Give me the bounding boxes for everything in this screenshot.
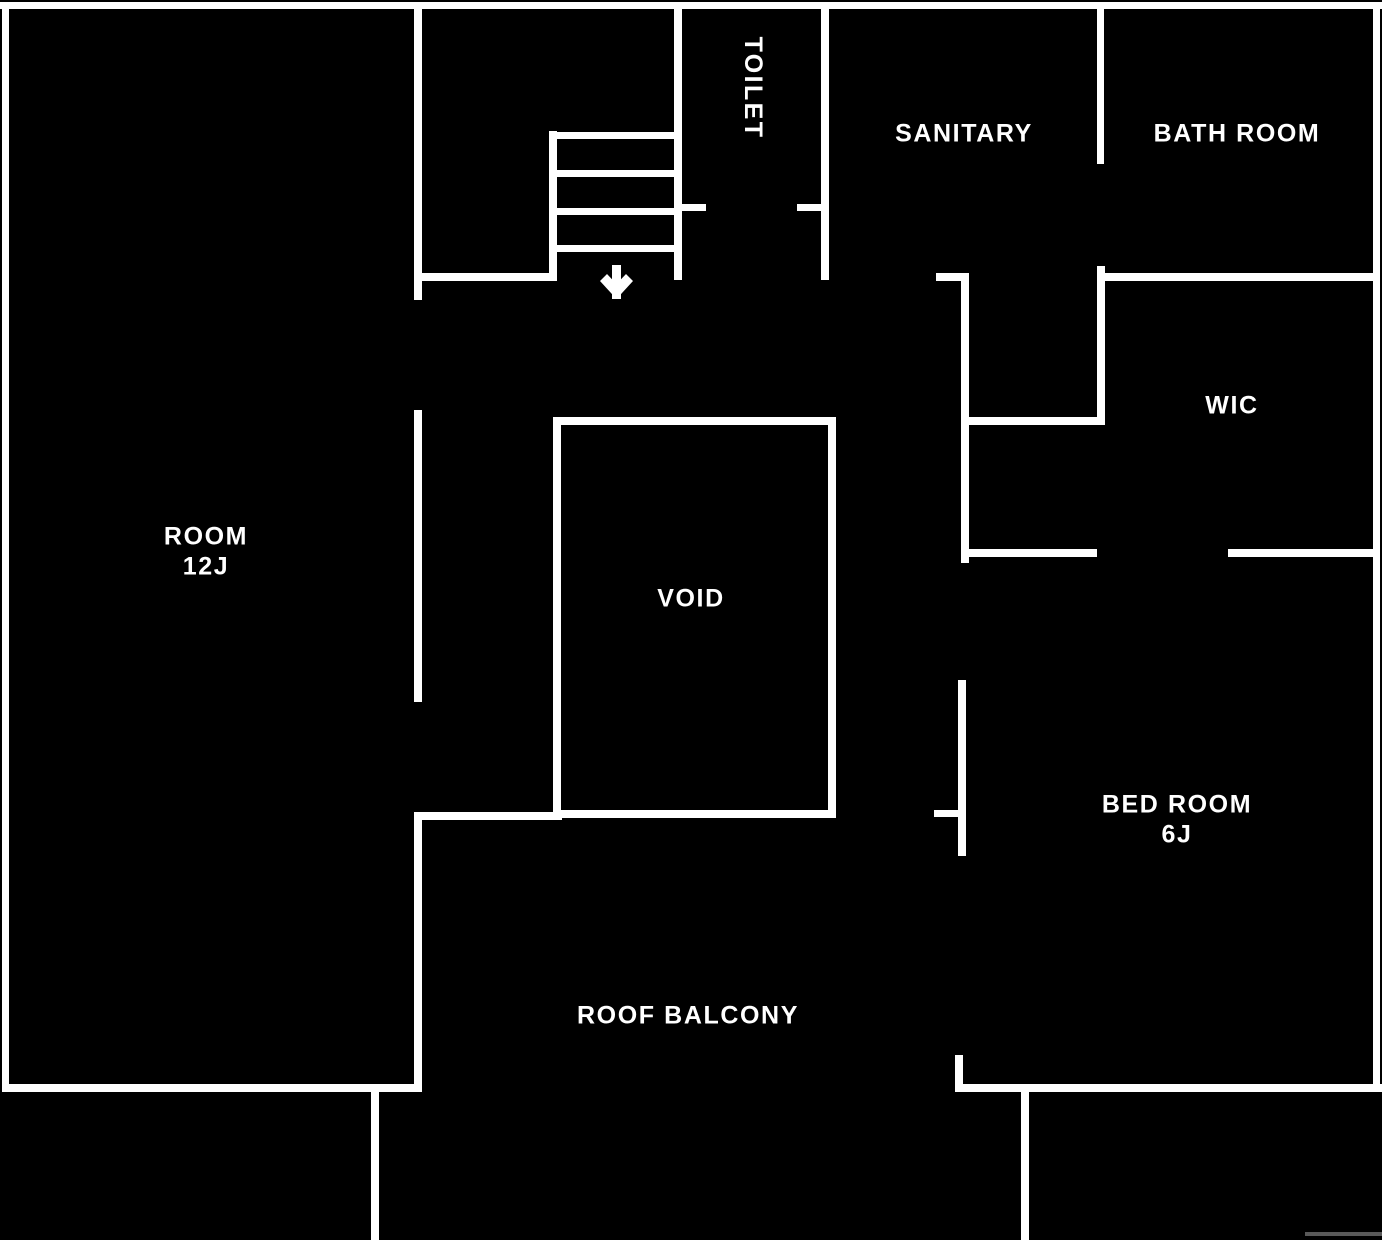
wall-stair-enclosure-left [549, 131, 557, 281]
door-jamb-stair-right [678, 204, 706, 211]
wall-group-bedroom [934, 680, 966, 856]
stair-tread-4 [553, 245, 678, 252]
wall-sanitary-bath-partition [1097, 2, 1104, 164]
wall-wic-inner-vertical [1097, 266, 1105, 424]
wall-room12j-right-lower [414, 812, 422, 1090]
wall-wic-top-left-stub [936, 273, 968, 281]
wall-outer-left [2, 2, 9, 1090]
wall-group-void [553, 417, 836, 818]
wall-bottom-right-corner-mark [1305, 1232, 1382, 1236]
wall-bottom-right-vertical [1021, 1092, 1029, 1240]
wall-group-outline [0, 2, 1382, 1092]
arrow-shaft [612, 265, 621, 299]
wall-void-top [553, 417, 836, 425]
stair-direction-arrow [600, 265, 633, 299]
wall-stairhall-bottom [414, 273, 556, 281]
arrow-head [600, 274, 633, 299]
wall-group-upper [414, 2, 1104, 300]
stair-tread-3 [553, 208, 678, 215]
wall-balcony-upper [414, 812, 562, 820]
wall-bottom-right [955, 1084, 1382, 1092]
wall-void-bottom [553, 810, 836, 818]
wall-void-left [553, 417, 561, 818]
door-jamb-toilet [797, 204, 823, 211]
wall-room12j-right-upper [414, 410, 422, 702]
stair-tread-1 [553, 132, 678, 139]
wall-bedroom-left [958, 680, 966, 856]
door-jamb-bedroom [934, 810, 960, 817]
wall-group-wic [936, 266, 1380, 563]
wall-outer-top [0, 2, 1382, 9]
wall-stair-enclosure-right [674, 2, 682, 280]
wall-wic-closet-bottom [961, 417, 1105, 425]
wall-corridor-left [961, 417, 969, 563]
wall-corridor-bottom [961, 549, 1097, 557]
wall-bottom-left-vertical [371, 1092, 379, 1240]
wall-wic-top [1097, 273, 1380, 281]
wall-wic-left-upper [961, 273, 969, 425]
wall-group-bottom [2, 1055, 1382, 1240]
wall-bottom-right-stub [955, 1055, 963, 1092]
wall-void-right [828, 417, 836, 818]
wall-bottom-left [2, 1084, 422, 1092]
wall-stairhall-left [414, 2, 422, 300]
wall-toilet-right [821, 2, 829, 280]
wall-outer-right [1373, 2, 1380, 1092]
door-jamb-wic-right [1228, 549, 1380, 557]
stair-tread-2 [553, 170, 678, 177]
wall-group-room12j [414, 410, 562, 1090]
